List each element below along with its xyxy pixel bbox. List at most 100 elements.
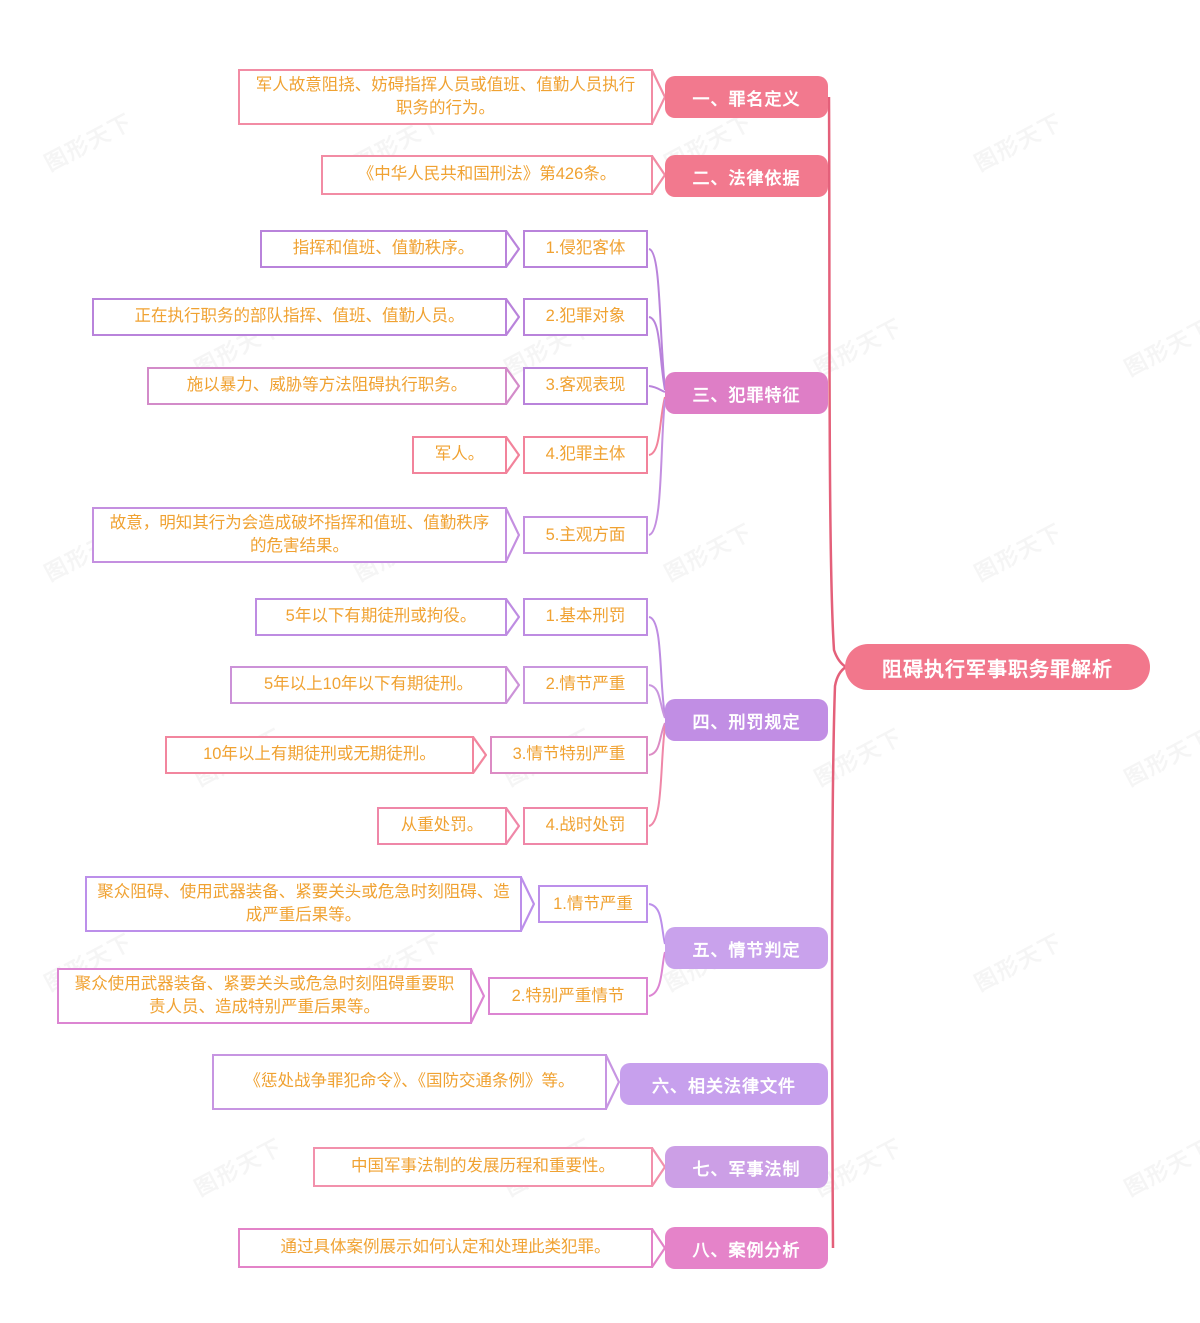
link-line bbox=[648, 248, 666, 390]
leaf-node[interactable]: 《中华人民共和国刑法》第426条。 bbox=[321, 155, 653, 195]
leaf-node[interactable]: 从重处罚。 bbox=[377, 807, 507, 845]
leaf-text: 军人。 bbox=[434, 445, 485, 464]
link-line bbox=[648, 398, 666, 536]
branch-label: 七、军事法制 bbox=[692, 1159, 801, 1179]
subtopic-text: 1.基本刑罚 bbox=[545, 607, 626, 626]
subtopic-node[interactable]: 1.情节严重 bbox=[538, 885, 648, 924]
arrow-chevron-icon bbox=[505, 298, 520, 336]
leaf-node[interactable]: 聚众使用武器装备、紧要关头或危急时刻阻碍重要职责人员、造成特别严重后果等。 bbox=[57, 968, 472, 1025]
subtopic-text: 5.主观方面 bbox=[545, 525, 626, 544]
leaf-node[interactable]: 通过具体案例展示如何认定和处理此类犯罪。 bbox=[238, 1228, 653, 1268]
leaf-node[interactable]: 10年以上有期徒刑或无期徒刑。 bbox=[165, 736, 474, 774]
branch-pill-6[interactable]: 六、相关法律文件 bbox=[620, 1063, 828, 1105]
arrow-chevron-icon bbox=[651, 69, 666, 125]
subtopic-text: 3.情节特别严重 bbox=[512, 745, 626, 764]
link-line bbox=[648, 316, 666, 391]
leaf-node[interactable]: 军人故意阻挠、妨碍指挥人员或值班、值勤人员执行职务的行为。 bbox=[238, 69, 653, 126]
branch-pill-5[interactable]: 五、情节判定 bbox=[665, 927, 828, 969]
leaf-text: 施以暴力、威胁等方法阻碍执行职务。 bbox=[186, 376, 468, 395]
subtopic-node[interactable]: 4.犯罪主体 bbox=[523, 436, 648, 474]
branch-pill-1[interactable]: 一、罪名定义 bbox=[665, 76, 828, 118]
branch-label: 五、情节判定 bbox=[692, 940, 801, 960]
node-row: 10年以上有期徒刑或无期徒刑。 3.情节特别严重 bbox=[165, 736, 648, 774]
branch-label: 二、法律依据 bbox=[692, 168, 801, 188]
leaf-node[interactable]: 5年以下有期徒刑或拘役。 bbox=[255, 598, 507, 636]
subtopic-node[interactable]: 3.客观表现 bbox=[523, 367, 648, 405]
arrow-chevron-icon bbox=[605, 1054, 620, 1110]
subtopic-node[interactable]: 2.特别严重情节 bbox=[488, 977, 648, 1016]
subtopic-node[interactable]: 2.情节严重 bbox=[523, 666, 648, 704]
link-line bbox=[648, 684, 666, 719]
node-row: 施以暴力、威胁等方法阻碍执行职务。 3.客观表现 bbox=[147, 367, 648, 405]
leaf-text: 10年以上有期徒刑或无期徒刑。 bbox=[203, 745, 436, 764]
node-row: 正在执行职务的部队指挥、值班、值勤人员。 2.犯罪对象 bbox=[92, 298, 648, 336]
node-row: 《惩处战争罪犯命令》、《国防交通条例》等。 bbox=[212, 1054, 620, 1110]
subtopic-node[interactable]: 2.犯罪对象 bbox=[523, 298, 648, 336]
node-row: 指挥和值班、值勤秩序。 1.侵犯客体 bbox=[260, 230, 648, 268]
leaf-node[interactable]: 5年以上10年以下有期徒刑。 bbox=[230, 666, 507, 704]
node-row: 故意，明知其行为会造成破坏指挥和值班、值勤秩序的危害结果。 5.主观方面 bbox=[92, 507, 648, 564]
subtopic-node[interactable]: 1.侵犯客体 bbox=[523, 230, 648, 268]
arrow-chevron-icon bbox=[505, 598, 520, 636]
link-line bbox=[648, 616, 666, 717]
branch-label: 四、刑罚规定 bbox=[692, 712, 801, 732]
branch-pill-4[interactable]: 四、刑罚规定 bbox=[665, 699, 828, 741]
arrow-chevron-icon bbox=[651, 1228, 666, 1268]
node-row: 聚众阻碍、使用武器装备、紧要关头或危急时刻阻碍、造成严重后果等。 1.情节严重 bbox=[85, 876, 648, 933]
leaf-node[interactable]: 军人。 bbox=[412, 436, 507, 474]
leaf-text: 军人故意阻挠、妨碍指挥人员或值班、值勤人员执行职务的行为。 bbox=[255, 76, 636, 118]
arrow-chevron-icon bbox=[505, 666, 520, 704]
subtopic-text: 2.犯罪对象 bbox=[545, 307, 626, 326]
node-row: 《中华人民共和国刑法》第426条。 bbox=[321, 155, 666, 195]
arrow-chevron-icon bbox=[651, 155, 666, 195]
arrow-chevron-icon bbox=[505, 436, 520, 474]
subtopic-text: 4.战时处罚 bbox=[545, 816, 626, 835]
leaf-node[interactable]: 指挥和值班、值勤秩序。 bbox=[260, 230, 507, 268]
leaf-text: 5年以上10年以下有期徒刑。 bbox=[263, 675, 474, 694]
node-row: 军人。 4.犯罪主体 bbox=[412, 436, 648, 474]
arrow-chevron-icon bbox=[651, 1147, 666, 1187]
arrow-chevron-icon bbox=[472, 736, 487, 774]
branch-label: 一、罪名定义 bbox=[692, 89, 801, 109]
branch-label: 八、案例分析 bbox=[692, 1240, 801, 1260]
leaf-node[interactable]: 正在执行职务的部队指挥、值班、值勤人员。 bbox=[92, 298, 507, 336]
leaf-text: 指挥和值班、值勤秩序。 bbox=[292, 239, 475, 258]
branch-pill-2[interactable]: 二、法律依据 bbox=[665, 155, 828, 197]
leaf-text: 《中华人民共和国刑法》第426条。 bbox=[357, 165, 617, 184]
subtopic-text: 4.犯罪主体 bbox=[545, 445, 626, 464]
root-title: 阻碍执行军事职务罪解析 bbox=[882, 658, 1113, 681]
leaf-text: 聚众阻碍、使用武器装备、紧要关头或危急时刻阻碍、造成严重后果等。 bbox=[97, 883, 510, 925]
arrow-chevron-icon bbox=[505, 367, 520, 405]
subtopic-node[interactable]: 1.基本刑罚 bbox=[523, 598, 648, 636]
node-row: 军人故意阻挠、妨碍指挥人员或值班、值勤人员执行职务的行为。 bbox=[238, 69, 666, 126]
leaf-node[interactable]: 中国军事法制的发展历程和重要性。 bbox=[313, 1147, 653, 1187]
arrow-chevron-icon bbox=[505, 807, 520, 845]
leaf-text: 通过具体案例展示如何认定和处理此类犯罪。 bbox=[280, 1238, 611, 1257]
branch-pill-8[interactable]: 八、案例分析 bbox=[665, 1227, 828, 1269]
link-line bbox=[648, 903, 666, 945]
arrow-chevron-icon bbox=[505, 230, 520, 268]
root-node[interactable]: 阻碍执行军事职务罪解析 bbox=[845, 644, 1150, 690]
branch-label: 六、相关法律文件 bbox=[652, 1076, 796, 1096]
arrow-chevron-icon bbox=[520, 876, 535, 932]
leaf-node[interactable]: 施以暴力、威胁等方法阻碍执行职务。 bbox=[147, 367, 507, 405]
leaf-node[interactable]: 故意，明知其行为会造成破坏指挥和值班、值勤秩序的危害结果。 bbox=[92, 507, 507, 564]
leaf-node[interactable]: 《惩处战争罪犯命令》、《国防交通条例》等。 bbox=[212, 1054, 607, 1110]
leaf-text: 正在执行职务的部队指挥、值班、值勤人员。 bbox=[134, 307, 465, 326]
link-line bbox=[648, 725, 666, 827]
node-row: 通过具体案例展示如何认定和处理此类犯罪。 bbox=[238, 1228, 666, 1268]
arrow-chevron-icon bbox=[470, 968, 485, 1024]
leaf-text: 从重处罚。 bbox=[400, 816, 484, 835]
subtopic-text: 1.侵犯客体 bbox=[545, 239, 626, 258]
subtopic-node[interactable]: 5.主观方面 bbox=[523, 516, 648, 555]
arrow-chevron-icon bbox=[505, 507, 520, 563]
leaf-text: 5年以下有期徒刑或拘役。 bbox=[285, 607, 477, 626]
link-line bbox=[648, 951, 666, 997]
leaf-node[interactable]: 聚众阻碍、使用武器装备、紧要关头或危急时刻阻碍、造成严重后果等。 bbox=[85, 876, 522, 933]
subtopic-node[interactable]: 3.情节特别严重 bbox=[490, 736, 648, 774]
branch-pill-7[interactable]: 七、军事法制 bbox=[665, 1146, 828, 1188]
subtopic-text: 2.特别严重情节 bbox=[511, 986, 625, 1005]
node-row: 聚众使用武器装备、紧要关头或危急时刻阻碍重要职责人员、造成特别严重后果等。 2.… bbox=[57, 968, 648, 1025]
branch-pill-3[interactable]: 三、犯罪特征 bbox=[665, 372, 828, 414]
subtopic-node[interactable]: 4.战时处罚 bbox=[523, 807, 648, 845]
